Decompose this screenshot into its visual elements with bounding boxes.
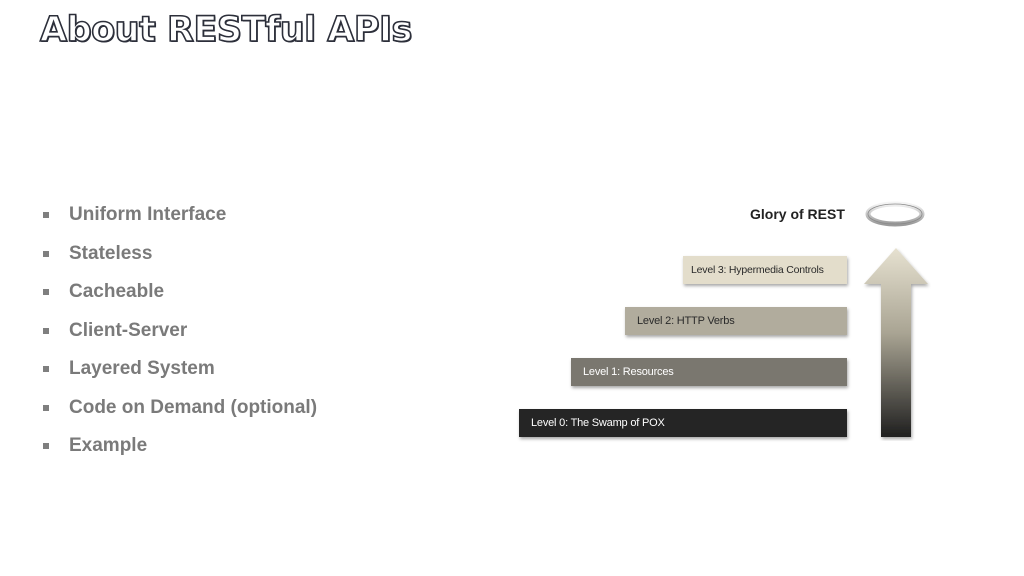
bullet-text: Example [69,435,148,457]
bullet-square-icon [43,404,49,411]
list-item: Example [40,427,317,466]
level-3-step: Level 3: Hypermedia Controls [683,256,847,284]
list-item: Code on Demand (optional) [40,389,317,428]
bullet-text: Layered System [69,358,215,380]
bullet-text: Cacheable [69,281,165,303]
level-2-step: Level 2: HTTP Verbs [625,307,847,335]
bullet-text: Client-Server [69,319,188,341]
list-item: Stateless [40,235,317,274]
bullet-square-icon [43,250,49,257]
richardson-maturity-diagram: Glory of REST [495,190,955,460]
bullet-square-icon [43,212,49,219]
bullet-text: Stateless [69,242,153,264]
list-item: Client-Server [40,312,317,351]
bullet-square-icon [43,443,49,450]
halo-icon [865,201,925,227]
glory-of-rest-label: Glory of REST [750,206,845,222]
bullet-text: Code on Demand (optional) [69,396,318,418]
list-item: Cacheable [40,273,317,312]
bullet-square-icon [43,289,49,296]
bullet-list: Uniform Interface Stateless Cacheable Cl… [40,196,317,466]
level-0-step: Level 0: The Swamp of POX [519,409,847,437]
up-arrow-icon [864,248,928,437]
list-item: Layered System [40,350,317,389]
bullet-square-icon [43,366,49,373]
bullet-square-icon [43,327,49,334]
bullet-text: Uniform Interface [69,204,227,226]
slide-title: About RESTful APIs [39,9,413,51]
level-1-step: Level 1: Resources [571,358,847,386]
list-item: Uniform Interface [40,196,317,235]
